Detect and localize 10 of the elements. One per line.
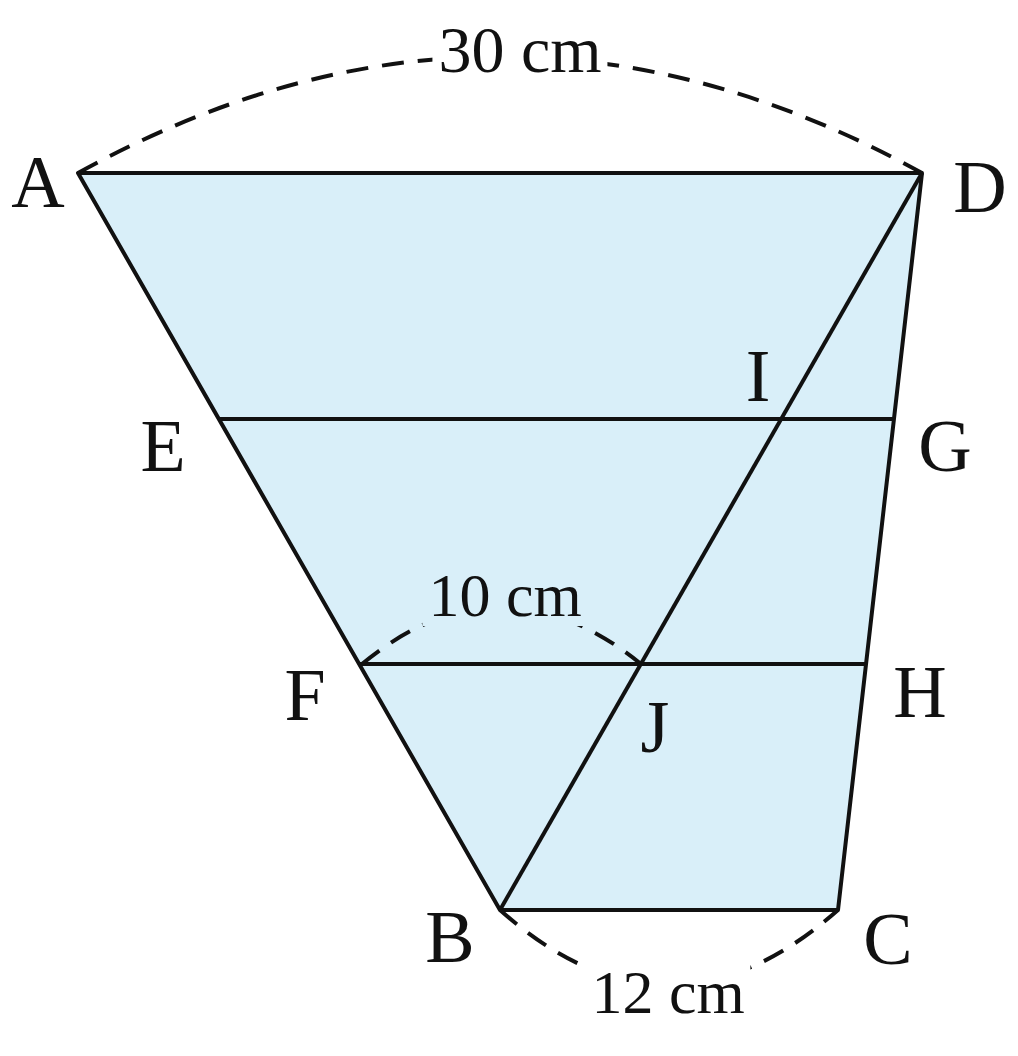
point-label: C — [862, 902, 914, 976]
point-label: D — [952, 150, 1008, 224]
point-label: A — [10, 145, 66, 219]
point-label: G — [917, 409, 973, 483]
point-label: B — [424, 900, 476, 974]
point-label: F — [283, 658, 327, 732]
point-label: H — [892, 655, 948, 729]
point-label: I — [744, 339, 772, 413]
point-label: E — [139, 409, 187, 483]
point-label: J — [639, 690, 671, 764]
